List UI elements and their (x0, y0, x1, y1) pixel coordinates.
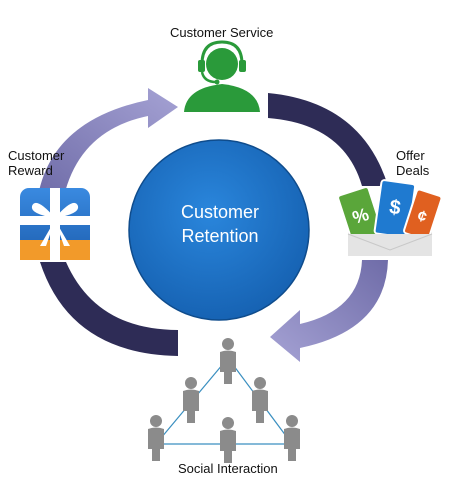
coupon-percent-symbol: % (350, 204, 371, 228)
social-interaction-label: Social Interaction (178, 461, 278, 476)
coupon-dollar-symbol: $ (388, 196, 402, 219)
customer-reward-label: Customer Reward (8, 148, 64, 178)
person-upper-right (252, 377, 268, 423)
offer-deals-label-line2: Deals (396, 163, 430, 178)
person-lower-middle (220, 417, 236, 463)
customer-reward-label-line1: Customer (8, 148, 65, 163)
person-upper-left (183, 377, 199, 423)
offer-deals-label: Offer Deals (396, 148, 429, 178)
social-network-icon (148, 338, 300, 463)
center-label: Customer Retention (130, 200, 310, 248)
arrow-reward-to-service (38, 88, 178, 196)
gift-box-icon (20, 188, 90, 260)
center-label-line2: Retention (181, 226, 259, 246)
customer-service-label: Customer Service (170, 25, 274, 40)
person-top (220, 338, 236, 384)
offer-deals-label-line1: Offer (396, 148, 425, 163)
customer-reward-label-line2: Reward (8, 163, 53, 178)
arrow-deals-to-social (270, 260, 388, 362)
center-circle (128, 139, 310, 321)
person-lower-right (284, 415, 300, 461)
center-label-line1: Customer (180, 202, 260, 222)
headset-user-icon (184, 40, 260, 112)
coupons-envelope-icon: % $ ¢ (337, 179, 443, 256)
arrow-social-to-reward (40, 262, 178, 356)
arrow-service-to-deals (268, 93, 388, 186)
person-lower-left (148, 415, 164, 461)
